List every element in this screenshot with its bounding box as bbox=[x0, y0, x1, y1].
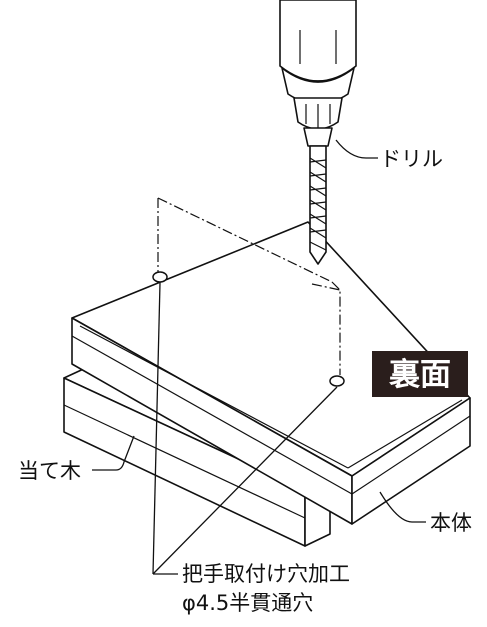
back-side-badge: 裏面 bbox=[372, 351, 468, 397]
drill-label: ドリル bbox=[380, 147, 443, 171]
hole-note-line2: φ4.5半貫通穴 bbox=[182, 591, 313, 615]
drill bbox=[279, 0, 357, 265]
center-lines bbox=[157, 197, 341, 375]
main-body-label: 本体 bbox=[430, 511, 472, 535]
main-body-panel bbox=[71, 221, 471, 525]
hole-marker-left bbox=[152, 271, 168, 283]
hole-note-line1: 把手取付け穴加工 bbox=[182, 562, 350, 586]
hole-marker-right bbox=[329, 375, 345, 387]
scrap-wood-label: 当て木 bbox=[18, 459, 81, 483]
back-side-badge-text: 裏面 bbox=[389, 357, 451, 393]
leader-lines bbox=[92, 139, 426, 575]
